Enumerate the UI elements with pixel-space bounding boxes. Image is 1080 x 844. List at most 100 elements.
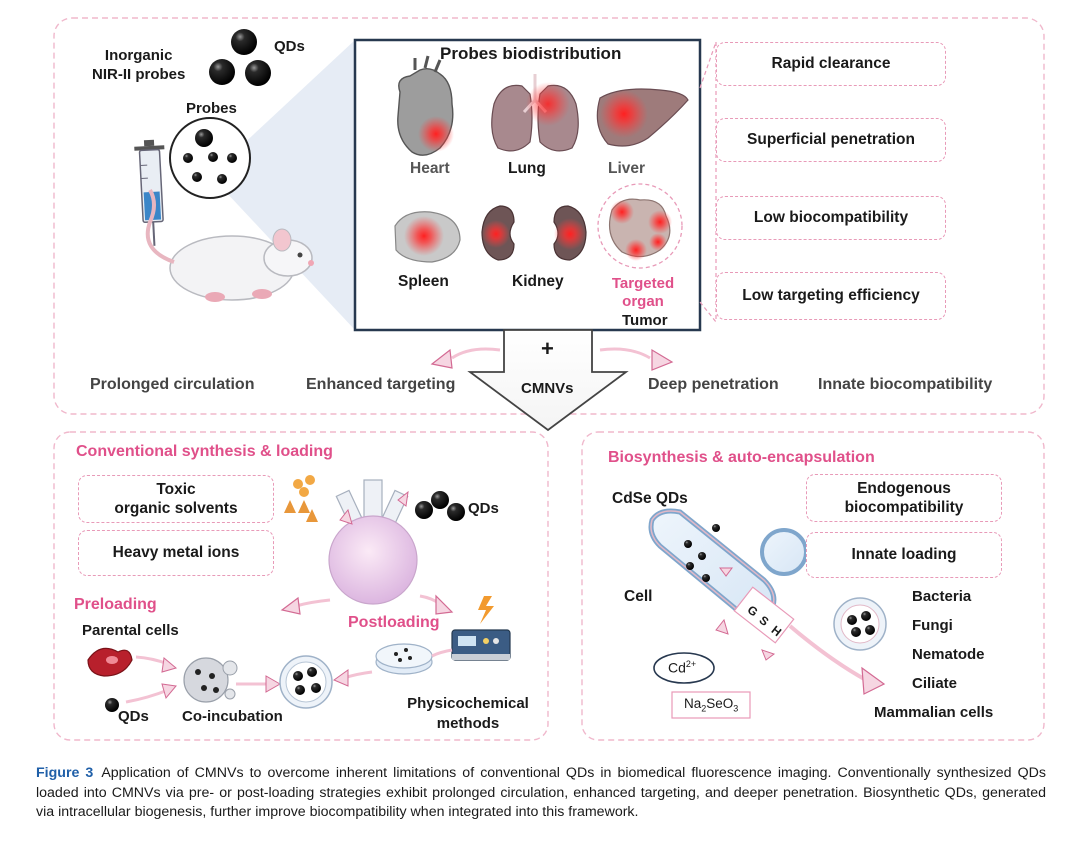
flask-icon <box>328 479 418 605</box>
organism-mammalian-cells: Mammalian cells <box>874 704 994 721</box>
qds-bottom-label: QDs <box>118 708 149 725</box>
qds-bottom-icon <box>105 698 119 712</box>
advantage1-line2: biocompatibility <box>844 499 964 516</box>
left-panel <box>53 431 549 741</box>
top-panel <box>53 17 1045 415</box>
physicochemical-line1: Physicochemical <box>407 695 529 712</box>
postloading-label: Postloading <box>348 614 440 631</box>
syringe-icon <box>134 139 165 246</box>
label-targeted-line1: Targeted <box>611 275 675 292</box>
benefit-innate-biocompatibility: Innate biocompatibility <box>818 376 993 393</box>
arrow-deep-penetration <box>599 347 651 360</box>
plus-symbol: + <box>541 336 554 361</box>
inorganic-label: Inorganic NIR-II probes <box>92 46 185 84</box>
na-text: Na <box>684 696 702 711</box>
arrow-gsh-up <box>719 567 733 577</box>
organism-fungi: Fungi <box>912 617 953 634</box>
advantage1-line1: Endogenous <box>857 480 951 497</box>
arrow-to-organisms <box>788 624 867 682</box>
projection-cone <box>210 40 355 330</box>
petri-dish-icon <box>375 643 433 675</box>
qds-left-label: QDs <box>468 500 499 517</box>
na-box <box>671 691 751 719</box>
cmnvs-arrow <box>467 329 629 432</box>
label-targeted-organ: Targeted organ <box>608 275 678 311</box>
benefit-enhanced-targeting: Enhanced targeting <box>306 376 456 393</box>
limitation-low-biocompatibility: Low biocompatibility <box>716 196 946 240</box>
issue-toxic-solvents: Toxic organic solvents <box>78 475 274 523</box>
inorganic-label-line2: NIR-II probes <box>92 66 186 83</box>
na-subscript: 2 <box>701 703 707 714</box>
biodistribution-title: Probes biodistribution <box>440 44 622 63</box>
heart-organ <box>397 55 454 156</box>
arrow-preloading <box>295 598 331 608</box>
arrow-na-in <box>761 649 776 661</box>
seo-text: SeO <box>706 696 734 711</box>
arrow-into-flask-left <box>339 508 353 525</box>
cd-ion-label: Cd2+ <box>668 659 696 676</box>
cmnvs-label: CMNVs <box>521 380 574 397</box>
label-targeted-line2: organ <box>622 293 664 310</box>
gsh-box <box>733 586 795 644</box>
organism-vesicle-icon <box>833 597 887 651</box>
qds-top-icon <box>209 29 271 86</box>
parental-cells-label: Parental cells <box>82 622 179 639</box>
cell-label: Cell <box>624 588 653 605</box>
label-kidney: Kidney <box>512 273 564 290</box>
organism-ciliate: Ciliate <box>912 675 958 692</box>
left-panel-title: Conventional synthesis & loading <box>76 443 333 460</box>
parental-cell-icon <box>87 647 133 677</box>
arrow-qds-to-coinc <box>125 688 169 704</box>
organism-bacteria: Bacteria <box>912 588 972 605</box>
cd-text: Cd <box>668 659 686 676</box>
figure-number: Figure 3 <box>36 765 94 781</box>
inorganic-label-line1: Inorganic <box>104 47 173 64</box>
na2seo3-label: Na2SeO3 <box>684 696 738 714</box>
label-liver: Liver <box>608 160 646 177</box>
right-panel <box>581 431 1045 741</box>
issue-toxic-line2: organic solvents <box>114 500 238 517</box>
instrument-icon <box>451 629 511 661</box>
spleen-organ <box>394 211 461 263</box>
lightning-icon <box>478 596 494 624</box>
preloading-label: Preloading <box>74 596 157 613</box>
qds-top-label: QDs <box>274 38 305 55</box>
tumor-organ <box>597 183 683 269</box>
bacteria-cell-icon <box>648 508 808 620</box>
limitation-superficial-penetration: Superficial penetration <box>716 118 946 162</box>
zoom-line-bottom <box>699 301 717 323</box>
kidney-organs <box>481 205 587 261</box>
seo-subscript: 3 <box>733 703 739 714</box>
liver-organ <box>596 88 689 147</box>
label-tumor: Tumor <box>622 312 668 329</box>
right-panel-title: Biosynthesis & auto-encapsulation <box>608 449 875 466</box>
arrow-into-flask-right <box>397 490 409 507</box>
physicochemical-line2: methods <box>436 715 500 732</box>
benefit-prolonged-circulation: Prolonged circulation <box>90 376 255 393</box>
arrow-enhanced-targeting <box>451 347 501 360</box>
cd-charge: 2+ <box>685 659 697 669</box>
limitation-rapid-clearance: Rapid clearance <box>716 42 946 86</box>
coincubation-icon <box>183 657 238 703</box>
advantage-innate-loading: Innate loading <box>806 532 1002 578</box>
label-heart: Heart <box>410 160 450 177</box>
issue-toxic-line1: Toxic <box>156 481 196 498</box>
arrow-instrument-to-dish <box>431 648 453 658</box>
limitation-low-targeting-efficiency: Low targeting efficiency <box>716 272 946 320</box>
lung-organ <box>491 74 579 152</box>
advantage-endogenous-biocompatibility: Endogenous biocompatibility <box>806 474 1002 522</box>
zoom-line-top <box>699 41 717 89</box>
physicochemical-label: Physicochemical methods <box>404 694 532 734</box>
label-lung: Lung <box>508 160 546 177</box>
vesicle-icon <box>279 655 333 709</box>
arrow-cd-in <box>715 618 729 635</box>
label-spleen: Spleen <box>398 273 449 290</box>
organism-nematode: Nematode <box>912 646 985 663</box>
mouse-icon <box>145 189 314 302</box>
coincubation-label: Co-incubation <box>182 708 283 725</box>
issue-heavy-metal-ions: Heavy metal ions <box>78 530 274 576</box>
cdse-label: CdSe QDs <box>612 490 688 507</box>
probes-label: Probes <box>186 100 237 117</box>
